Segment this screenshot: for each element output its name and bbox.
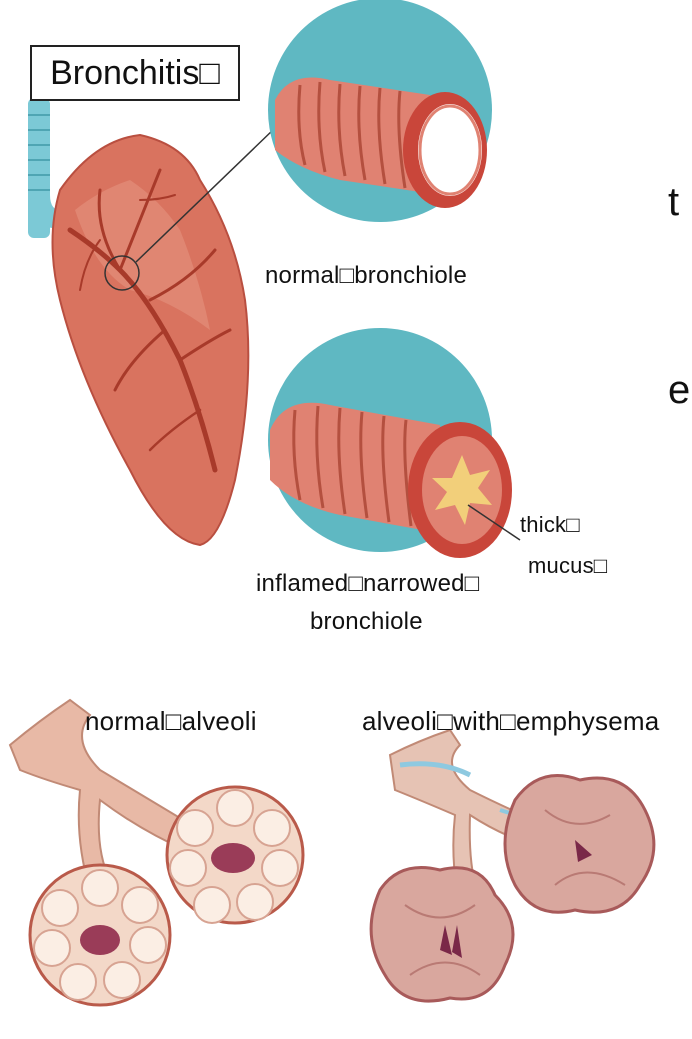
- label-emphysema-alveoli: alveoli□with□emphysema: [362, 706, 659, 737]
- label-normal-alveoli: normal□alveoli: [85, 706, 257, 737]
- label-inflamed-line1: inflamed□narrowed□: [256, 570, 479, 598]
- cropped-text-fragment: e: [668, 368, 690, 413]
- label-normal-bronchiole: normal□bronchiole: [265, 262, 467, 290]
- diagram-title: Bronchitis□: [30, 45, 240, 101]
- emphysema-alveoli-illustration: [371, 730, 654, 1001]
- label-inflamed-line2: bronchiole: [310, 608, 423, 636]
- normal-bronchiole-illustration: [268, 0, 492, 222]
- normal-alveoli-illustration: [10, 700, 303, 1005]
- label-thick-line1: thick□: [520, 512, 580, 538]
- cropped-text-fragment: t: [668, 180, 679, 225]
- lung-illustration: [53, 128, 276, 545]
- label-thick-line2: mucus□: [528, 553, 607, 579]
- inflamed-bronchiole-illustration: [268, 328, 520, 558]
